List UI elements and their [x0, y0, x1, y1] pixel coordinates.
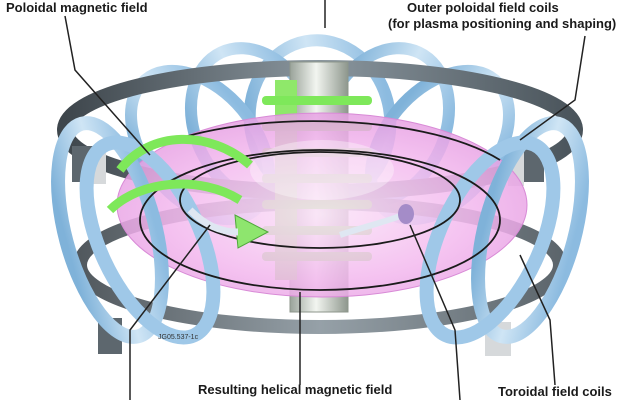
outer-coils-label-line2: (for plasma positioning and shaping): [388, 16, 617, 31]
helical-field-label: Resulting helical magnetic field: [198, 382, 393, 397]
poloidal-field-arrows: [106, 134, 414, 249]
poloidal-field-label: Poloidal magnetic field: [6, 0, 148, 15]
toroidal-coils-label: Toroidal field coils: [498, 384, 612, 399]
field-marker-icon: [398, 204, 414, 224]
helical-field-lines: [139, 120, 501, 291]
figure-code: JG05.537-1c: [158, 334, 199, 341]
outer-coils-label-line1: Outer poloidal field coils: [407, 0, 559, 15]
toroidal-field-coils-front: [51, 116, 589, 345]
leader-lines: [64, 0, 586, 400]
plasma-torus: [116, 112, 528, 298]
